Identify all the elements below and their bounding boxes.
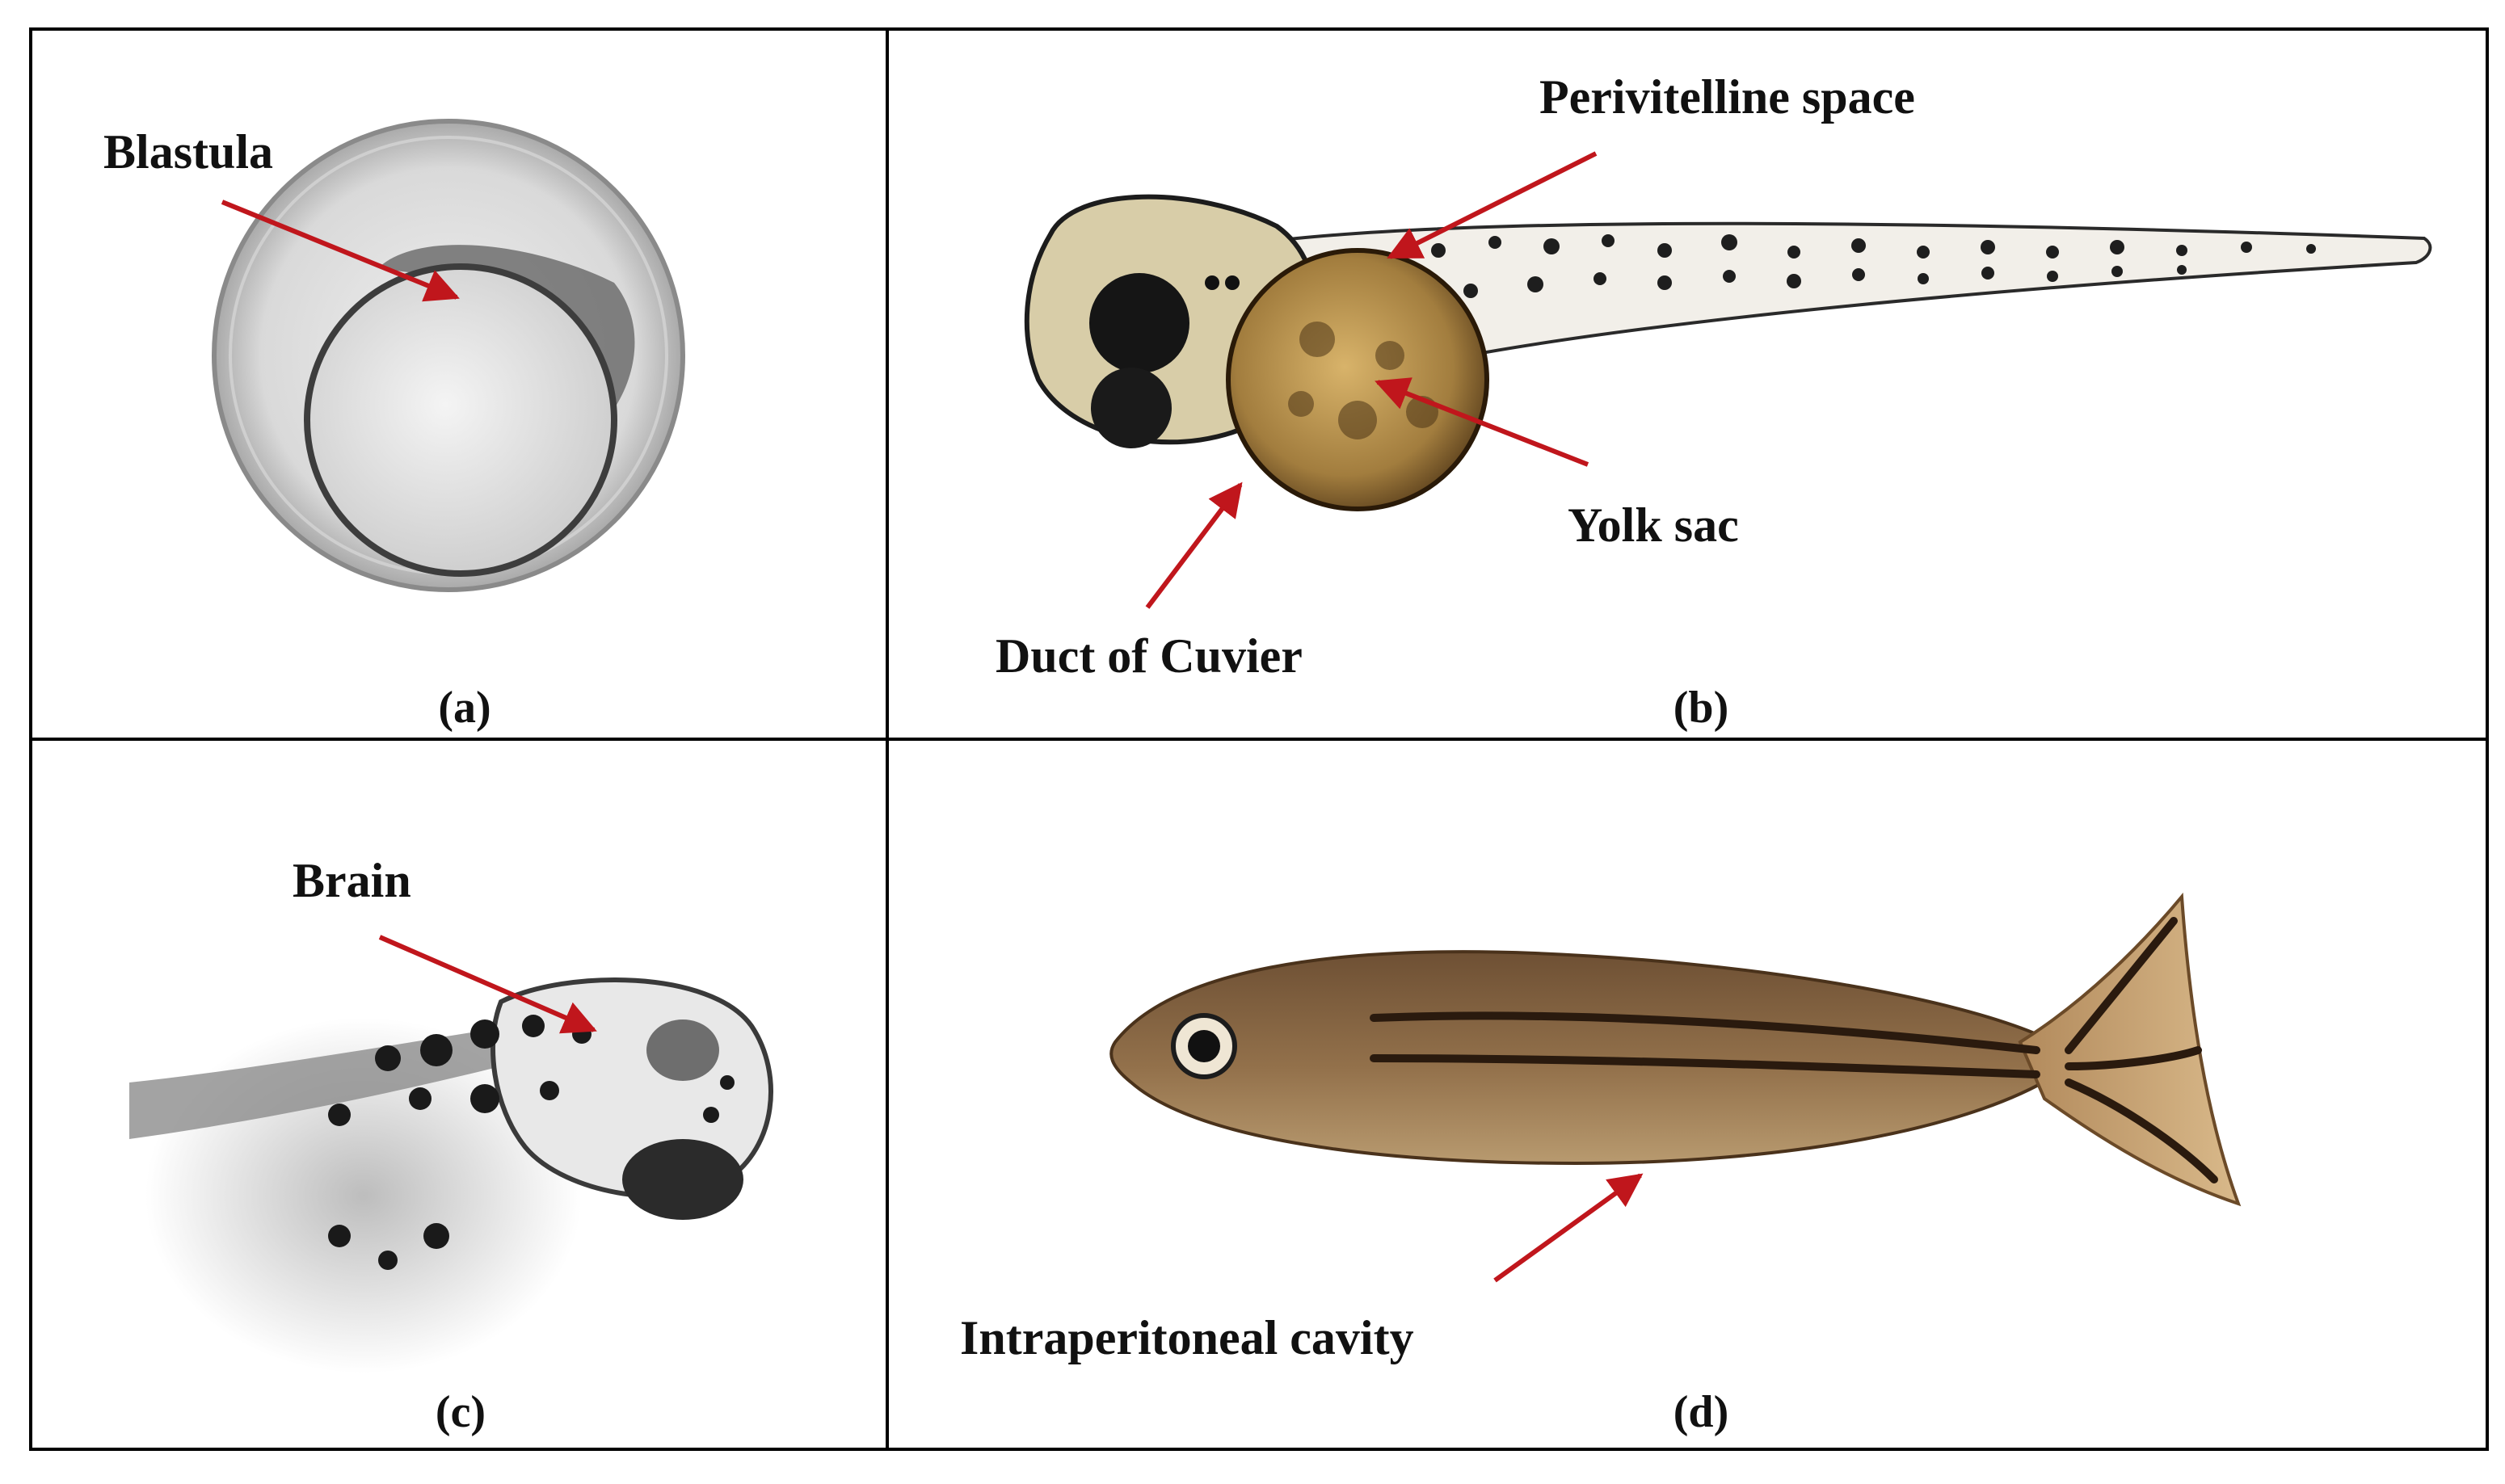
- caption-c: (c): [435, 1387, 486, 1437]
- annotation-arrows: [221, 151, 1644, 1283]
- horizontal-divider: [29, 738, 2489, 741]
- panel-b-larva-image: [1024, 194, 2432, 511]
- caption-b: (b): [1673, 683, 1729, 733]
- arrow-blastula: [221, 200, 460, 302]
- label-blastula: Blastula: [103, 125, 274, 179]
- panel-a-embryo-image: [212, 119, 685, 592]
- arrow-brain: [378, 935, 597, 1034]
- arrow-intraperitoneal-cavity: [1493, 1173, 1644, 1283]
- label-yolk-sac: Yolk sac: [1568, 498, 1739, 552]
- label-duct-of-cuvier: Duct of Cuvier: [996, 629, 1303, 683]
- panel-d-adult-fish-image: [1109, 892, 2242, 1207]
- arrow-yolk-sac: [1375, 377, 1589, 467]
- panel-c-larva-image: [129, 977, 773, 1373]
- label-brain: Brain: [293, 854, 411, 907]
- caption-a: (a): [438, 683, 491, 733]
- label-perivitelline-space: Perivitelline space: [1539, 70, 1915, 124]
- arrow-duct-of-cuvier: [1145, 481, 1243, 609]
- label-intraperitoneal-cavity: Intraperitoneal cavity: [960, 1311, 1414, 1364]
- caption-d: (d): [1673, 1387, 1729, 1437]
- arrow-perivitelline-space: [1387, 151, 1598, 259]
